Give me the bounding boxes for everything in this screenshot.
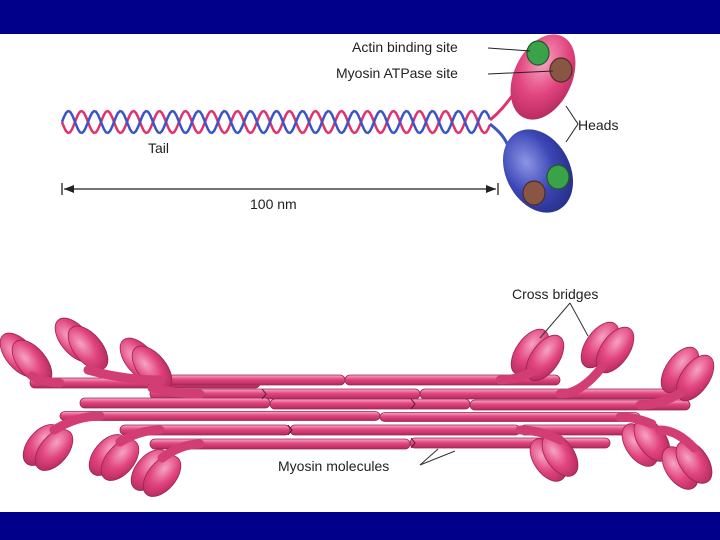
myosin-rod — [150, 375, 345, 385]
actin-binding-site — [527, 41, 549, 65]
helix-strand-blue — [62, 111, 490, 133]
atpase-site-2 — [523, 181, 545, 205]
label-myosin-molecules: Myosin molecules — [278, 458, 389, 474]
leader-myosin-molecules-b — [420, 451, 455, 465]
actin-binding-site-2 — [547, 165, 569, 189]
myosin-rod — [270, 399, 470, 409]
leader-heads — [566, 106, 578, 142]
thick-filament — [0, 311, 720, 503]
myosin-tail-helix — [62, 111, 490, 133]
label-heads: Heads — [578, 117, 618, 133]
leader-cross-bridges-b — [570, 303, 588, 336]
myosin-rod — [80, 398, 270, 408]
myosin-rod — [410, 438, 610, 448]
leader-myosin-molecules-a — [420, 449, 438, 465]
label-myosin-atpase-site: Myosin ATPase site — [336, 65, 458, 81]
label-cross-bridges: Cross bridges — [512, 286, 598, 302]
neck-lower — [490, 124, 508, 146]
label-tail: Tail — [148, 140, 169, 156]
myosin-rod — [290, 425, 520, 435]
myosin-neck — [620, 417, 652, 424]
myosin-rod — [60, 412, 380, 421]
scale-bar — [62, 183, 498, 195]
myosin-rod — [420, 389, 680, 399]
myosin-head-pink — [498, 24, 589, 130]
label-actin-binding-site: Actin binding site — [352, 39, 458, 55]
neck-upper — [490, 96, 512, 120]
myosin-neck — [32, 376, 60, 383]
myosin-rod — [380, 413, 640, 422]
leader-cross-bridges-a — [540, 303, 570, 338]
label-scale: 100 nm — [250, 196, 297, 212]
atpase-site — [550, 58, 572, 82]
leader-actin-site — [488, 48, 530, 51]
